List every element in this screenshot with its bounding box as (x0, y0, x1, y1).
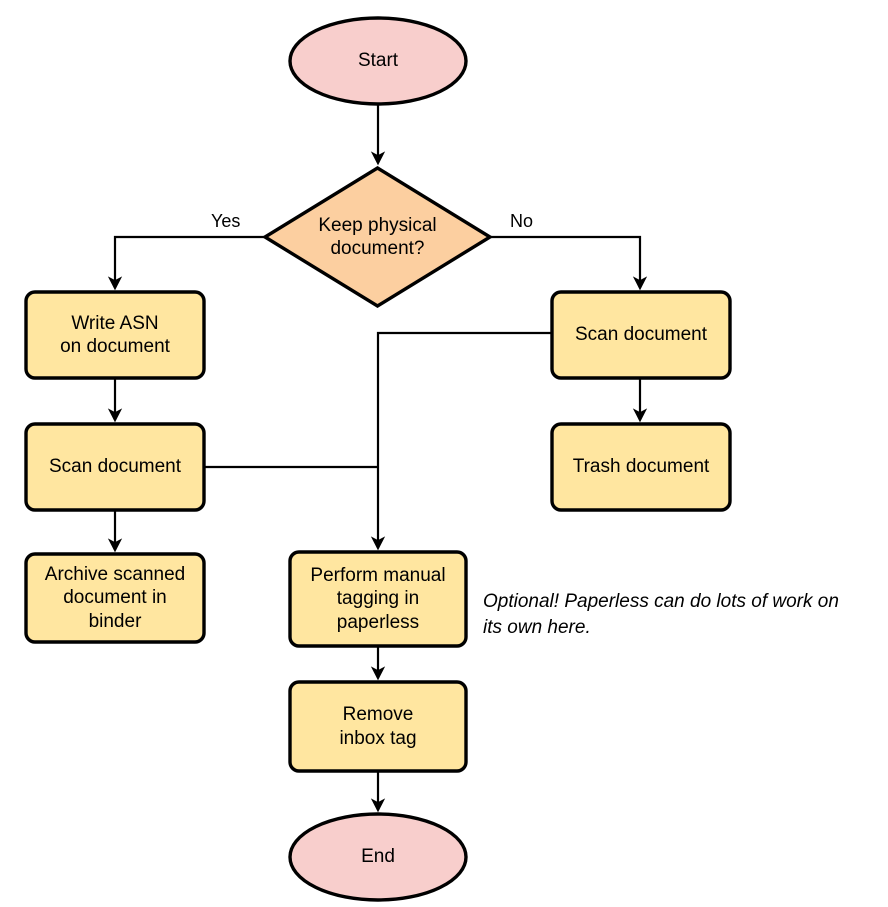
node-end[interactable] (288, 812, 468, 902)
node-decision-keep-physical-document[interactable] (261, 166, 494, 308)
node-perform-manual-tagging-in-paperless[interactable] (288, 550, 468, 648)
node-remove-inbox-tag[interactable] (288, 680, 468, 773)
edge-scan-right-to-tagging (370, 331, 552, 551)
node-start[interactable] (288, 16, 468, 106)
node-scan-document-right[interactable] (550, 290, 732, 380)
edge-label-no: No (510, 211, 534, 231)
node-write-asn-on-document[interactable] (24, 290, 206, 380)
edge-decision-no-to-scan-right (490, 235, 648, 291)
node-trash-document[interactable] (550, 422, 732, 512)
edge-label-yes: Yes (211, 211, 241, 231)
node-scan-document-left[interactable] (24, 422, 206, 512)
optional-note: Optional! Paperless can do lots of work … (483, 591, 839, 638)
node-archive-scanned-document-in-binder[interactable] (24, 552, 206, 644)
edge-decision-yes-to-write-asn (107, 235, 265, 291)
